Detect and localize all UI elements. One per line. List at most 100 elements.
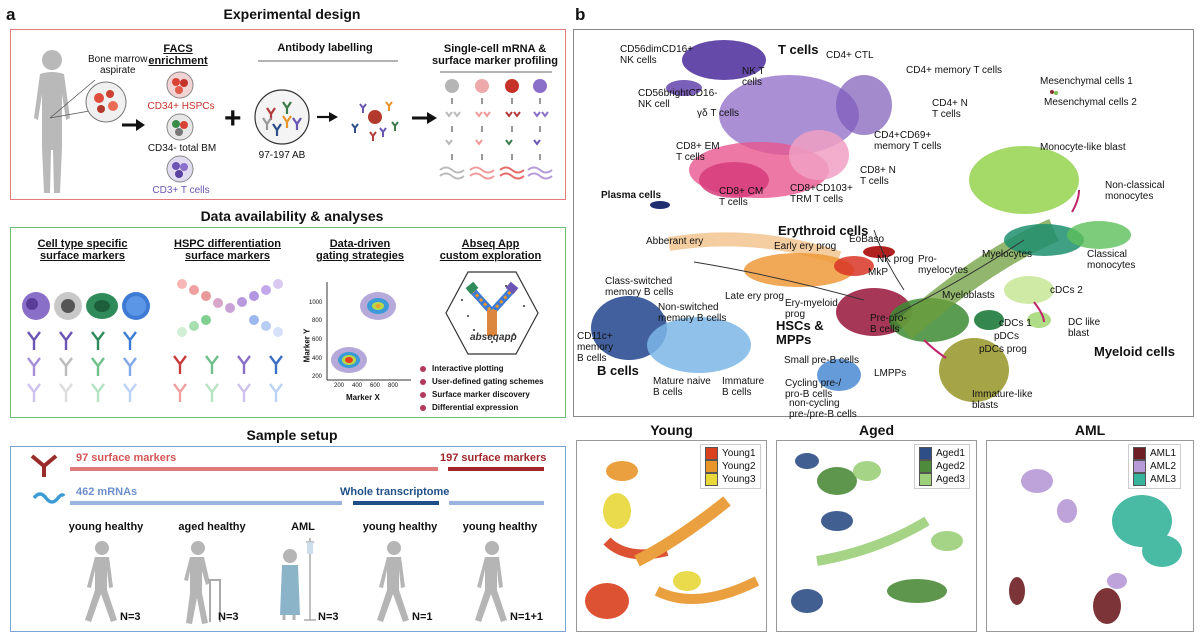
label-cd8cm: CD8+ CM T cells — [719, 186, 764, 208]
feature-item: Surface marker discovery — [420, 388, 544, 401]
human-figure-icon — [34, 50, 70, 193]
legend-item: AML1 — [1133, 447, 1176, 460]
label-nkt: NK T cells — [742, 66, 765, 88]
feature-text: Surface marker discovery — [432, 390, 530, 399]
abseq-app-logo-icon — [445, 271, 539, 355]
label-dclike: DC like blast — [1068, 317, 1101, 339]
gating-xtick: 600 — [370, 383, 381, 389]
label-classswitched: Class-switched memory B cells — [605, 276, 674, 298]
gating-xtick: 200 — [334, 383, 345, 389]
group-n: N=3 — [120, 611, 141, 623]
singlecell-label: Single-cell mRNA & surface marker profil… — [432, 43, 558, 67]
aged-title: Aged — [859, 422, 894, 438]
legend-text: AML2 — [1150, 461, 1177, 472]
label-noncycling: non-cycling pre-/pre-B cells — [789, 398, 857, 420]
group-label: young healthy — [362, 521, 438, 533]
label-promyelo: Pro- myelocytes — [918, 254, 969, 276]
antibody-label: Antibody labelling — [277, 42, 373, 54]
label-nonswitched: Non-switched memory B cells — [658, 302, 727, 324]
aged-umap — [791, 453, 963, 613]
myeloid-title: Myeloid cells — [1094, 344, 1175, 359]
legend-swatch — [919, 460, 932, 473]
aml-legend: AML1 AML2 AML3 — [1128, 444, 1182, 489]
label-cd8em: CD8+ EM T cells — [676, 141, 720, 163]
feature-item: User-defined gating schemes — [420, 375, 544, 388]
label-nonclassical: Non-classical monocytes — [1105, 180, 1165, 202]
label-cycling: Cycling pre-/ pro-B cells — [785, 378, 842, 400]
abseq-app-logo-text: abseqapp — [470, 332, 517, 343]
label-cd4n: CD4+ N T cells — [932, 98, 968, 120]
label-myelocytes: Myelocytes — [982, 249, 1033, 260]
legend-text: Young1 — [722, 448, 756, 459]
elderly-walker-icon — [184, 541, 221, 624]
erythroid-title: Erythroid cells — [778, 223, 869, 238]
label-mes1: Mesenchymal cells 1 — [1040, 76, 1133, 87]
legend-swatch — [919, 473, 932, 486]
col2-label: HSPC differentiation surface markers — [174, 238, 281, 262]
gating-ytick: 600 — [312, 337, 323, 343]
umap-box — [573, 29, 1194, 417]
label-myeloblasts: Myeloblasts — [942, 290, 995, 301]
label-lmpps: LMPPs — [874, 368, 907, 379]
design-title: Experimental design — [223, 6, 361, 22]
legend-text: Young3 — [722, 474, 756, 485]
gating-xlabel: Marker X — [346, 393, 380, 402]
marker-bars — [70, 467, 544, 471]
group-label: young healthy — [462, 521, 538, 533]
antibody-grid-icon — [27, 331, 137, 402]
label-pdcsprog: pDCs prog — [979, 344, 1027, 355]
label-monolike: Monocyte-like blast — [1040, 142, 1126, 153]
label-cdc1: cDCs 1 — [999, 318, 1032, 329]
cell-types-icon — [22, 292, 150, 320]
feature-bullet-icon — [420, 391, 426, 398]
group-label: aged healthy — [178, 521, 246, 533]
panel-b-letter: b — [575, 5, 586, 24]
zoom-lines — [49, 79, 96, 119]
label-immaturelike: Immature-like blasts — [972, 389, 1033, 411]
young-legend: Young1 Young2 Young3 — [700, 444, 761, 489]
plus-sign: + — [224, 102, 242, 135]
legend-text: Aged2 — [936, 461, 965, 472]
panel-a-letter: a — [6, 5, 16, 24]
label-earlyery: Early ery prog — [774, 241, 837, 252]
gating-ytick: 200 — [312, 374, 323, 380]
young-title: Young — [650, 422, 693, 438]
label-lateery: Late ery prog — [725, 291, 784, 302]
legend-item: Young3 — [705, 473, 756, 486]
col3-label: Data-driven gating strategies — [315, 238, 405, 262]
labelled-cells-icon — [351, 101, 399, 141]
feature-text: User-defined gating schemes — [432, 377, 544, 386]
group-label: AML — [291, 521, 315, 533]
col1-label: Cell type specific surface markers — [37, 238, 128, 262]
feature-list: Interactive plotting User-defined gating… — [420, 362, 544, 414]
bone-marrow-label: Bone marrow aspirate — [88, 54, 148, 76]
feature-bullet-icon — [420, 404, 426, 411]
antibody-pool-icon — [254, 89, 310, 145]
profiling-diagram — [439, 79, 553, 180]
cd3-label: CD3+ T cells — [152, 185, 210, 196]
label-erymyeloid: Ery-myeloid prog — [785, 298, 838, 320]
legend-item: Young1 — [705, 447, 756, 460]
feature-bullet-icon — [420, 378, 426, 385]
hscs-title: HSCs & MPPs — [776, 318, 824, 347]
marrow-circle-icon — [85, 81, 127, 123]
legend-text: Aged3 — [936, 474, 965, 485]
aml-box — [986, 440, 1194, 632]
aml-umap — [1009, 469, 1182, 624]
design-box — [10, 29, 566, 200]
group-n: N=3 — [218, 611, 239, 623]
setup-title: Sample setup — [246, 427, 338, 443]
antibody-underline — [258, 60, 398, 62]
umap-plot — [591, 40, 1131, 402]
walking-person-icon — [85, 541, 117, 622]
arrow-icon — [122, 119, 145, 131]
label-pdcs: pDCs — [994, 331, 1020, 342]
setup-box — [10, 446, 566, 632]
label-prepro: Pre-pro- B cells — [870, 313, 907, 335]
legend-text: AML1 — [1150, 448, 1177, 459]
label-classical: Classical monocytes — [1087, 249, 1136, 271]
gating-ytick: 400 — [312, 356, 323, 362]
feature-text: Interactive plotting — [432, 364, 504, 373]
label-cd8n: CD8+ N T cells — [860, 165, 896, 187]
legend-text: Young2 — [722, 461, 756, 472]
